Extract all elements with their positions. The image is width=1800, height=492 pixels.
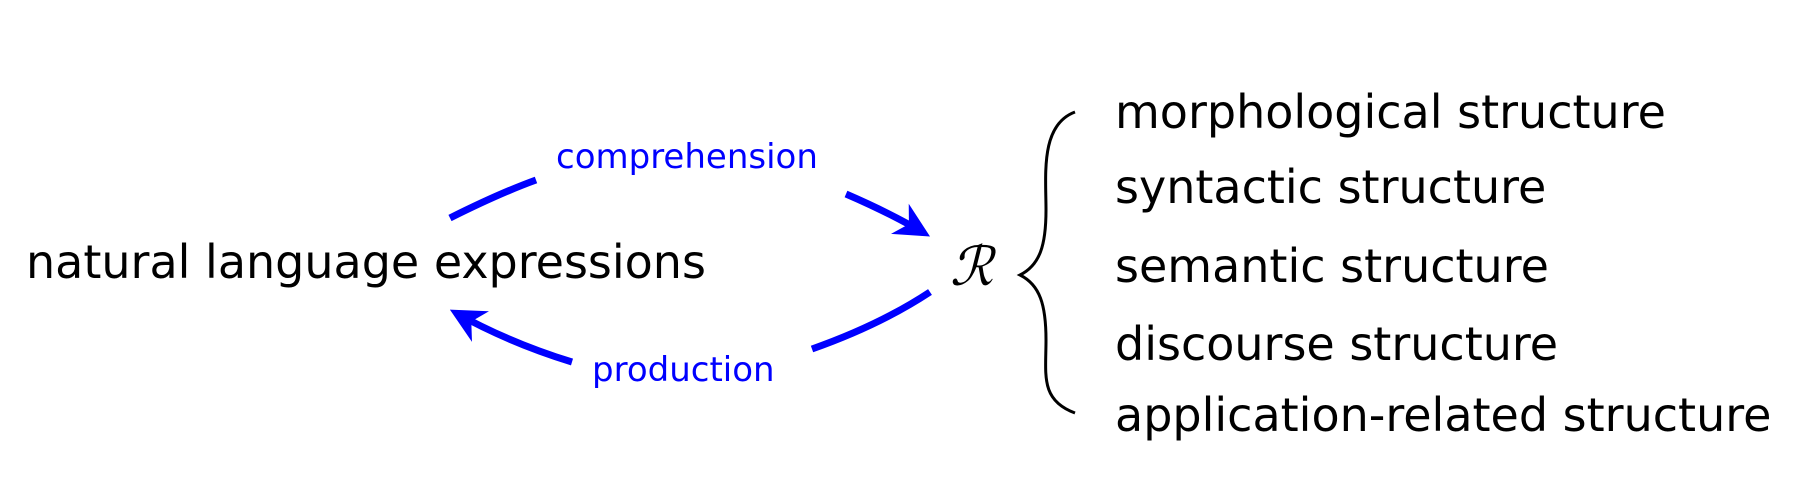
structures-list: morphological structure syntactic struct… (1115, 85, 1771, 442)
comprehension-label: comprehension (556, 137, 818, 177)
comprehension-arc-left-segment (448, 176, 538, 222)
structure-item: application-related structure (1115, 388, 1771, 442)
production-arc-right-segment (810, 289, 932, 353)
structure-item: discourse structure (1115, 317, 1558, 371)
structure-item: syntactic structure (1115, 160, 1546, 214)
natural-language-expressions-label: natural language expressions (26, 235, 706, 289)
structure-item: semantic structure (1115, 239, 1549, 293)
comprehension-arrow (844, 190, 931, 237)
representation-symbol: ℛ (950, 235, 997, 298)
production-arc (449, 289, 932, 366)
production-arrow (449, 309, 574, 366)
structures-brace (1016, 110, 1076, 415)
comprehension-arc (448, 176, 931, 237)
production-label: production (592, 350, 775, 390)
structure-item: morphological structure (1115, 85, 1666, 139)
